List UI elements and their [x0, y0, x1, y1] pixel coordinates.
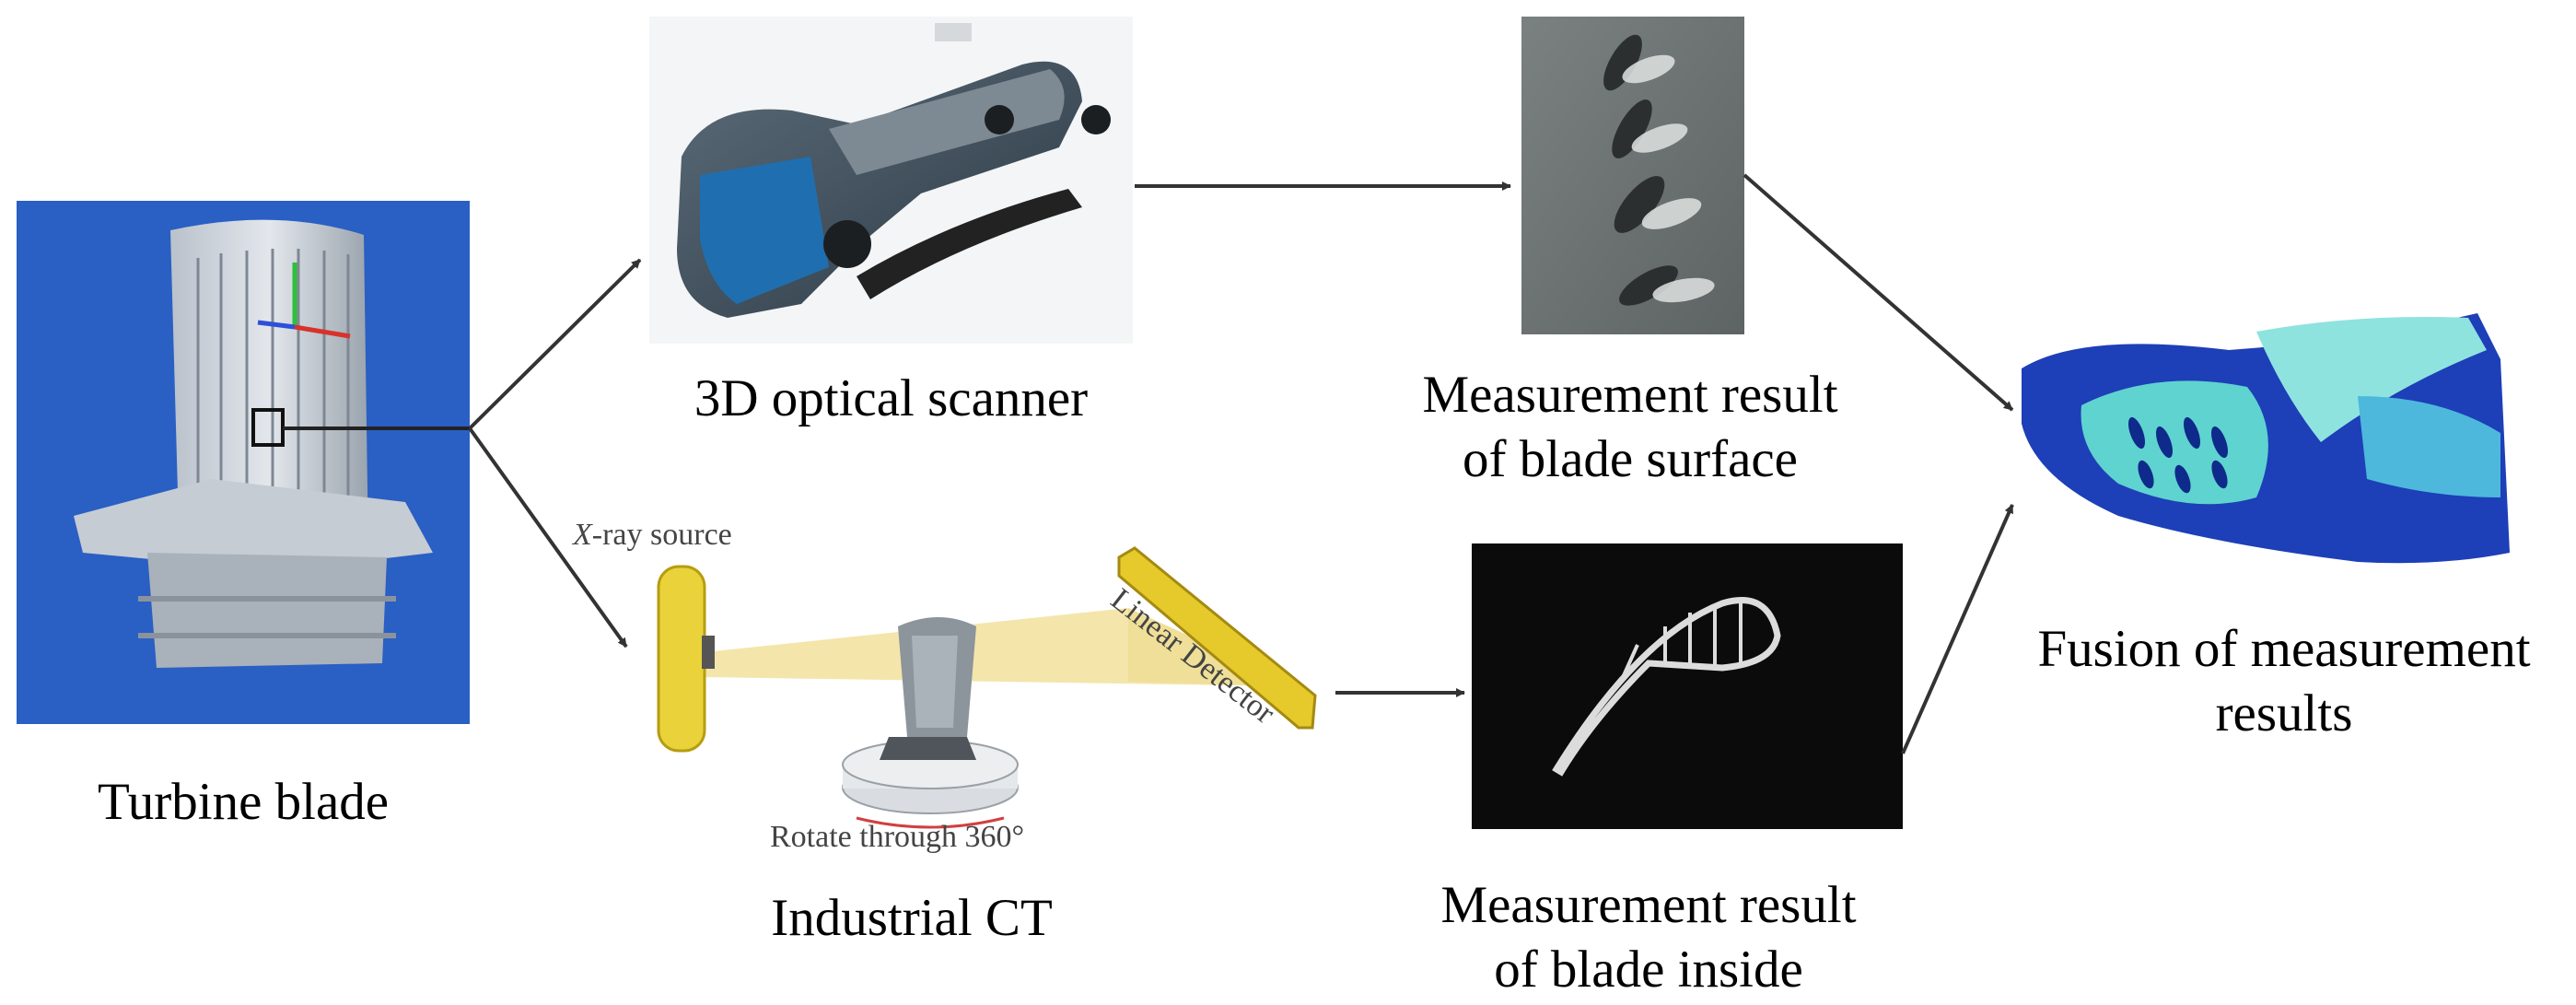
industrial-ct-image — [657, 546, 1317, 829]
turbine-blade-label: Turbine blade — [97, 773, 390, 831]
surface-result-label: Measurement result of blade surface — [1335, 363, 1925, 492]
ct-slice-background — [1472, 543, 1903, 829]
blade-cross-section — [1552, 597, 1781, 777]
surface-cooling-holes — [1603, 34, 1678, 306]
fusion-label: Fusion of measurement results — [1999, 617, 2570, 746]
fusion-label-line1: Fusion of measurement — [2037, 620, 2531, 678]
industrial-ct-label: Industrial CT — [771, 889, 1053, 947]
surface-result-label-line2: of blade surface — [1463, 430, 1798, 488]
optical-scanner-image — [649, 17, 1133, 344]
blade-root — [147, 553, 387, 668]
surface-result-image — [1521, 17, 1744, 334]
arrow-surface-to-fusion — [1743, 173, 2014, 412]
xray-source-italic: X — [573, 518, 592, 552]
arrow-blade-to-scanner — [468, 258, 642, 430]
fusion-label-line2: results — [2215, 684, 2353, 742]
surface-result-label-line1: Measurement result — [1422, 366, 1838, 424]
inside-result-label: Measurement result of blade inside — [1372, 873, 1925, 1002]
linear-detector-bar — [1117, 546, 1317, 730]
rotate-label: Rotate through 360° — [770, 820, 1025, 854]
scanner-blue-housing — [700, 157, 829, 304]
cross-section-ribs — [1619, 601, 1743, 683]
arrow-blade-to-ct — [468, 427, 628, 649]
inside-result-image — [1472, 543, 1903, 829]
turbine-blade-image — [17, 201, 470, 724]
blade-platform — [74, 479, 433, 571]
inside-result-label-line1: Measurement result — [1440, 876, 1857, 934]
xray-source-tube — [657, 565, 706, 753]
axis-z-icon — [257, 320, 296, 330]
rotation-arrow-icon — [856, 816, 1005, 829]
xray-source-rest: -ray source — [591, 518, 732, 552]
scanner-lens-icon — [823, 220, 871, 268]
optical-scanner-label: 3D optical scanner — [694, 369, 1089, 427]
inside-result-label-line2: of blade inside — [1494, 941, 1803, 999]
xray-source-label: X-ray source — [573, 518, 732, 553]
fusion-result-image — [2022, 313, 2510, 564]
axis-x-icon — [294, 324, 351, 339]
flow-arrows — [468, 173, 2014, 754]
arrow-inside-to-fusion — [1901, 504, 2014, 754]
